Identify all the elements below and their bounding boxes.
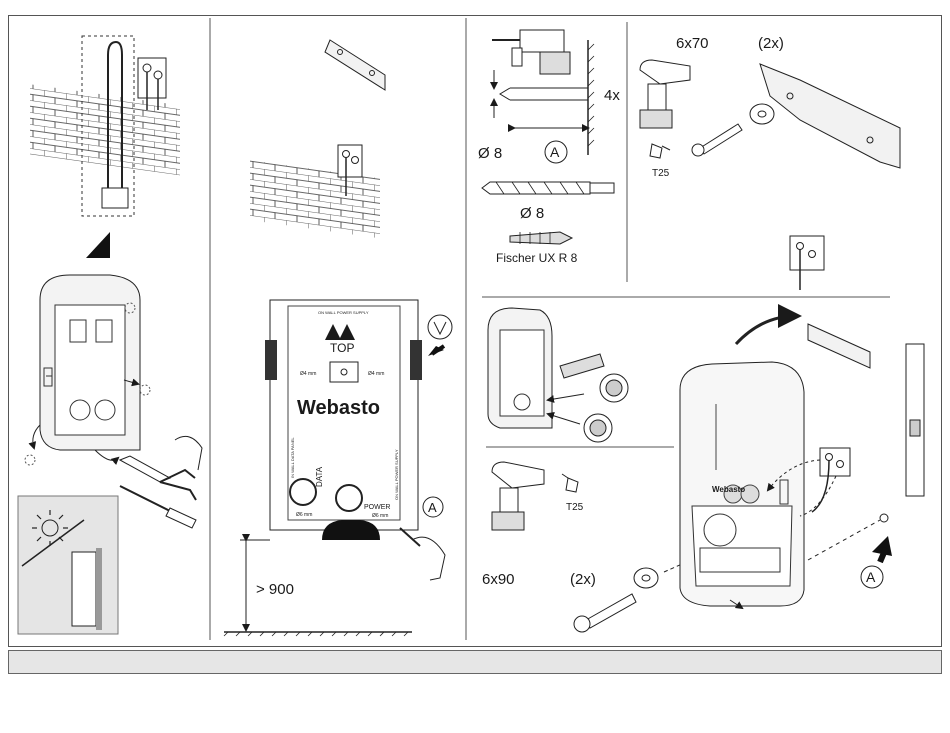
webasto-logo-housing: Webasto xyxy=(712,485,745,494)
marker-a-2: A xyxy=(428,500,437,515)
panel-2-drilling-template: ON WALL POWER SUPPLY TOP Ø4 mm Ø4 mm Web… xyxy=(224,40,452,636)
wall-dowel-icon xyxy=(510,232,572,244)
knockout-2 xyxy=(140,385,150,395)
hole-label-left: Ø4 mm xyxy=(300,371,316,377)
webasto-logo-template: Webasto xyxy=(297,397,380,419)
wall-bracket-4 xyxy=(760,64,900,168)
cable-gland-2 xyxy=(584,414,612,442)
wall-bracket-5 xyxy=(808,324,870,368)
cable-gland-1 xyxy=(600,374,628,402)
drill-hole-profile xyxy=(500,88,588,100)
washer-icon-1 xyxy=(750,104,774,124)
panel-4-mount-bracket: 6x70 (2x) T25 xyxy=(640,35,900,290)
marker-a-3: A xyxy=(550,144,560,160)
screw-size-6x90: 6x90 xyxy=(482,571,515,588)
torx-bit-icon-1 xyxy=(650,144,670,158)
socket-4 xyxy=(790,236,824,290)
move-arrow xyxy=(736,316,796,344)
socket-5 xyxy=(812,448,850,512)
power-hole-label: Ø6 mm xyxy=(372,513,388,519)
marker-a-5: A xyxy=(866,569,876,585)
hammer-drill-icon xyxy=(492,30,570,74)
screw-hole-5 xyxy=(880,514,888,522)
pencil-hand-icon xyxy=(400,528,445,580)
drilling-template-sheet xyxy=(265,300,422,540)
bit-diameter: Ø 8 xyxy=(520,205,544,222)
t25-label-2: T25 xyxy=(566,502,584,513)
screw-count: (2x) xyxy=(570,571,596,588)
charger-back-plate xyxy=(40,275,140,450)
panel-5-mount-charger: T25 6x90 (2x) Webasto xyxy=(482,308,924,632)
screw-6x70-icon xyxy=(692,124,742,156)
cordless-drill-icon-2 xyxy=(492,462,544,530)
top-label: TOP xyxy=(330,341,354,355)
power-label: POWER xyxy=(364,504,390,511)
data-hole-label: Ø6 mm xyxy=(296,512,312,518)
side-label-right: ON WALL POWER SUPPLY xyxy=(394,449,399,500)
washer-icon-2 xyxy=(634,568,658,588)
drill-diameter: Ø 8 xyxy=(478,145,502,162)
cable-box xyxy=(102,188,128,208)
spirit-level-icon xyxy=(906,344,924,496)
screw-6x90-icon xyxy=(574,594,636,632)
wall-bracket-2 xyxy=(325,40,385,90)
screwdriver-icon xyxy=(120,486,196,528)
height-label: > 900 xyxy=(256,581,294,598)
count-label-4x: 4x xyxy=(604,87,620,104)
drill-bit-icon xyxy=(482,182,614,194)
bracket-insert-5 xyxy=(560,354,604,378)
dowel-label: Fischer UX R 8 xyxy=(496,251,578,265)
side-label-left: IN WALL DATA PANEL xyxy=(290,437,295,478)
template-top-caption: ON WALL POWER SUPPLY xyxy=(318,310,369,315)
down-triangle xyxy=(86,232,110,258)
panel-3-drill-holes: 4x Ø 8 A Ø 8 Fischer UX R 8 xyxy=(478,30,620,265)
knockout-3 xyxy=(25,455,35,465)
data-label: DATA xyxy=(315,466,324,487)
panel-1-wall-and-tools xyxy=(18,36,202,634)
level-check-icon xyxy=(428,315,452,339)
t25-label-1: T25 xyxy=(652,168,670,179)
hole-label-right: Ø4 mm xyxy=(368,371,384,377)
charger-housing xyxy=(680,362,804,606)
cordless-drill-icon-1 xyxy=(640,60,690,128)
charger-back-plate-5 xyxy=(488,308,552,428)
bracket-count: (2x) xyxy=(758,35,784,52)
torx-bit-icon-2 xyxy=(562,474,578,492)
sunlight-warning-box xyxy=(18,496,118,634)
screw-size-6x70: 6x70 xyxy=(676,35,709,52)
